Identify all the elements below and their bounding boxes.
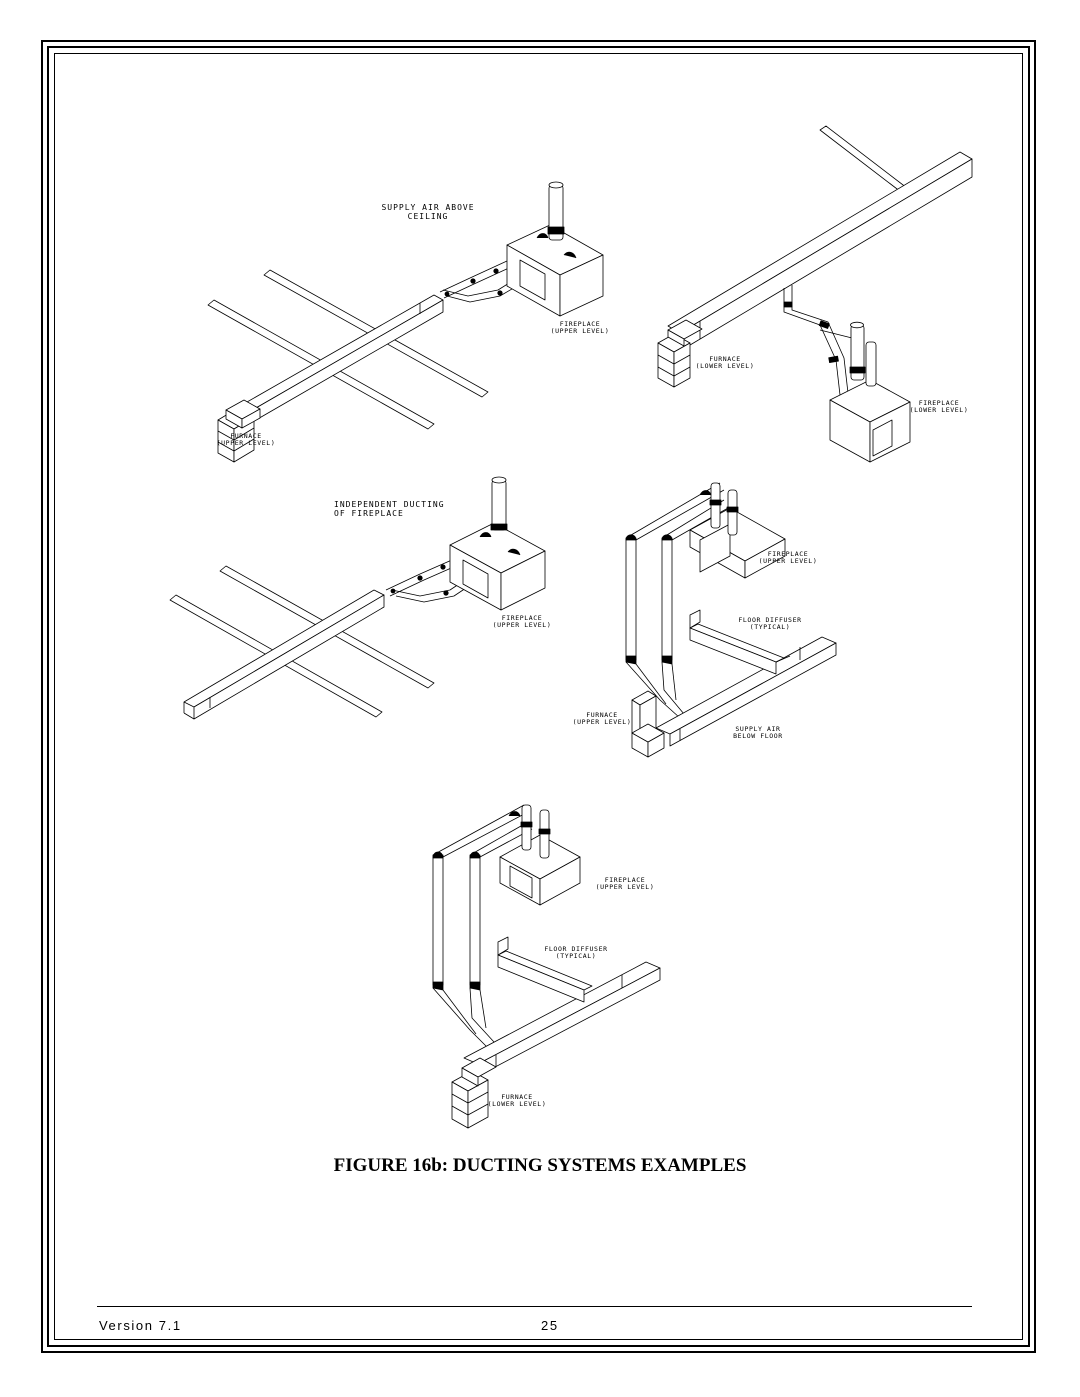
figure-title: FIGURE 16b: DUCTING SYSTEMS EXAMPLES bbox=[333, 1155, 747, 1176]
label-text: FURNACE bbox=[501, 1093, 533, 1101]
label-text: FIREPLACE bbox=[918, 399, 960, 407]
label-text: FURNACE bbox=[586, 711, 618, 719]
diagram-supply-air-above-ceiling bbox=[207, 181, 604, 463]
joist bbox=[819, 125, 908, 193]
label-floor-diffuser: FLOOR DIFFUSER(TYPICAL) bbox=[544, 945, 608, 961]
diagram-supply-air-below-floor bbox=[625, 482, 837, 758]
page-number: 25 bbox=[541, 1318, 559, 1333]
page-border-middle bbox=[47, 46, 1030, 1347]
label-furnace-lower: FURNACE(LOWER LEVEL) bbox=[485, 1093, 549, 1109]
label-text: (UPPER LEVEL) bbox=[492, 621, 552, 630]
label-text: (UPPER LEVEL) bbox=[572, 718, 632, 727]
label-text: FURNACE bbox=[709, 355, 741, 363]
furnace bbox=[631, 690, 665, 758]
label-text: BELOW FLOOR bbox=[733, 732, 783, 741]
diagram-independent-ducting bbox=[169, 476, 546, 720]
diagram-furnace-lower-below-floor bbox=[432, 804, 661, 1129]
label-text: FLOOR DIFFUSER bbox=[738, 616, 802, 624]
label-text: (UPPER LEVEL) bbox=[595, 883, 655, 892]
footer-divider bbox=[97, 1306, 972, 1307]
diagram-furnace-lower-level bbox=[657, 125, 973, 463]
label-text: (TYPICAL) bbox=[749, 623, 791, 632]
label-text: FIREPLACE bbox=[767, 550, 809, 558]
fireplace bbox=[449, 476, 546, 611]
main-trunk-duct bbox=[193, 594, 385, 720]
fireplace bbox=[499, 804, 581, 906]
label-text: FIREPLACE bbox=[604, 876, 646, 884]
label-text: SUPPLY AIR ABOVE bbox=[381, 203, 475, 212]
label-fireplace-upper: FIREPLACE(UPPER LEVEL) bbox=[756, 550, 820, 566]
page-border-outer bbox=[41, 40, 1036, 1353]
furnace bbox=[451, 1057, 497, 1129]
label-furnace-upper: FURNACE(UPPER LEVEL) bbox=[214, 432, 278, 448]
label-text: (LOWER LEVEL) bbox=[695, 362, 755, 371]
furnace bbox=[657, 319, 703, 388]
main-trunk-duct bbox=[667, 151, 973, 334]
label-text: FURNACE bbox=[230, 432, 262, 440]
label-furnace-upper: FURNACE(UPPER LEVEL) bbox=[570, 711, 634, 727]
label-text: FIREPLACE bbox=[559, 320, 601, 328]
label-fireplace-upper: FIREPLACE(UPPER LEVEL) bbox=[490, 614, 554, 630]
page-border-inner bbox=[54, 53, 1023, 1340]
label-text: SUPPLY AIR bbox=[735, 725, 781, 733]
label-fireplace-lower: FIREPLACE(LOWER LEVEL) bbox=[907, 399, 971, 415]
label-fireplace-upper: FIREPLACE(UPPER LEVEL) bbox=[548, 320, 612, 336]
label-furnace-lower: FURNACE(LOWER LEVEL) bbox=[693, 355, 757, 371]
label-text: (UPPER LEVEL) bbox=[216, 439, 276, 448]
label-text: FLOOR DIFFUSER bbox=[544, 945, 608, 953]
label-fireplace-upper: FIREPLACE(UPPER LEVEL) bbox=[593, 876, 657, 892]
label-text: CEILING bbox=[407, 212, 449, 222]
label-text: OF FIREPLACE bbox=[334, 509, 404, 519]
label-text: FIREPLACE bbox=[501, 614, 543, 622]
label-floor-diffuser: FLOOR DIFFUSER(TYPICAL) bbox=[738, 616, 802, 632]
label-text: (LOWER LEVEL) bbox=[487, 1100, 547, 1109]
fireplace bbox=[689, 482, 786, 579]
label-text: (LOWER LEVEL) bbox=[909, 406, 969, 415]
fireplace bbox=[506, 181, 604, 317]
label-text: (UPPER LEVEL) bbox=[758, 557, 818, 566]
version-label: Version 7.1 bbox=[99, 1318, 182, 1333]
label-text: INDEPENDENT DUCTING bbox=[334, 500, 445, 509]
label-text: (TYPICAL) bbox=[555, 952, 597, 961]
furnace bbox=[217, 399, 261, 463]
fireplace bbox=[829, 321, 911, 463]
label-text: (UPPER LEVEL) bbox=[550, 327, 610, 336]
main-trunk-duct bbox=[183, 589, 385, 708]
